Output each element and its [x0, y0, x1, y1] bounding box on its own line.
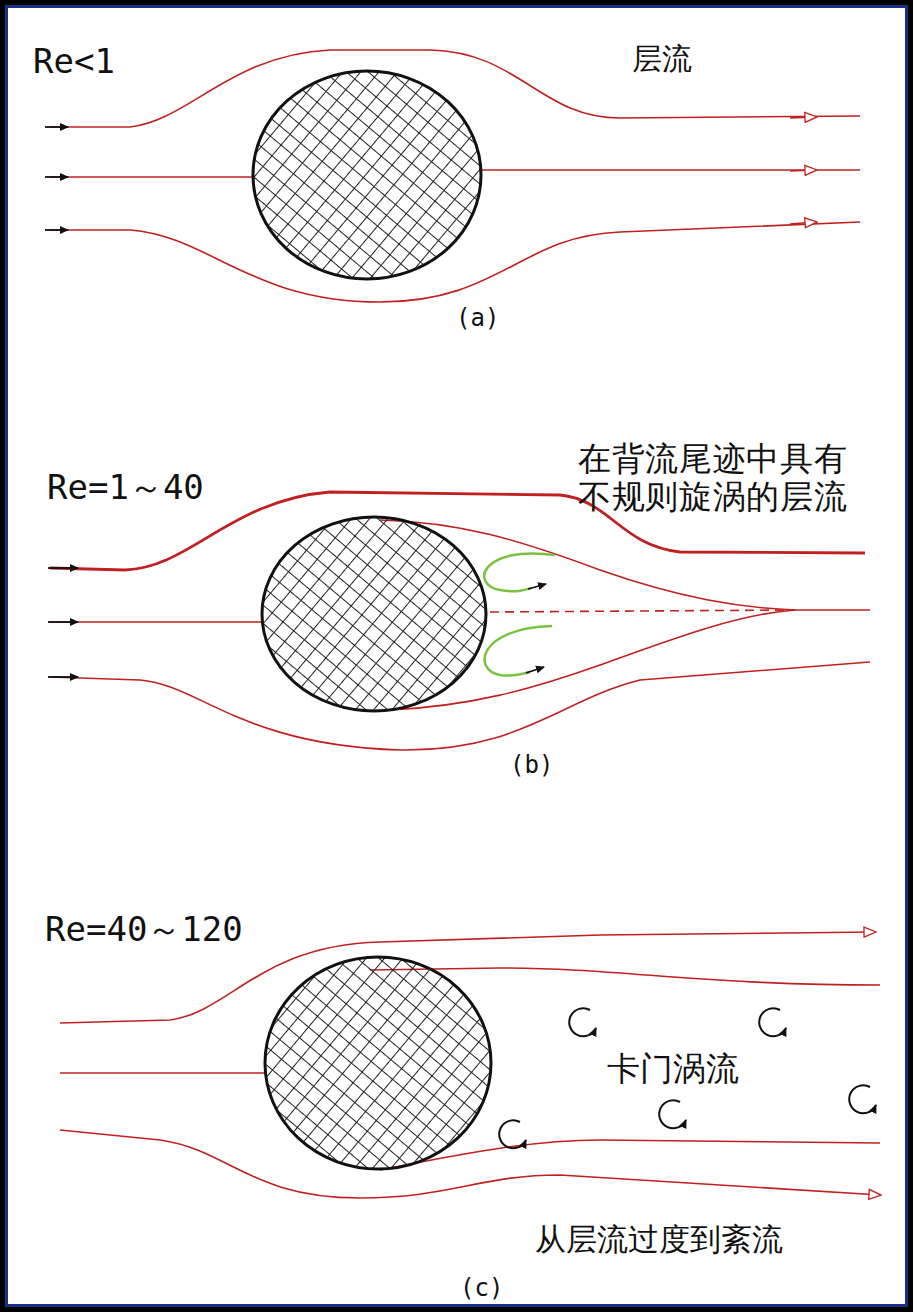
panel-label: (b) [510, 752, 553, 780]
reynolds-label: Re=40～120 [45, 910, 243, 949]
regime-label: 层流 [632, 42, 692, 77]
regime-label: 在背流尾迹中具有 不规则旋涡的层流 [578, 440, 855, 516]
vortex-label: 卡门涡流 [607, 1050, 739, 1088]
reynolds-label: Re=1～40 [47, 468, 204, 507]
panel-label: (a) [456, 305, 499, 333]
reynolds-label: Re<1 [33, 42, 115, 81]
panel-label: (c) [460, 1275, 503, 1303]
regime-label: 从层流过度到紊流 [535, 1222, 783, 1258]
